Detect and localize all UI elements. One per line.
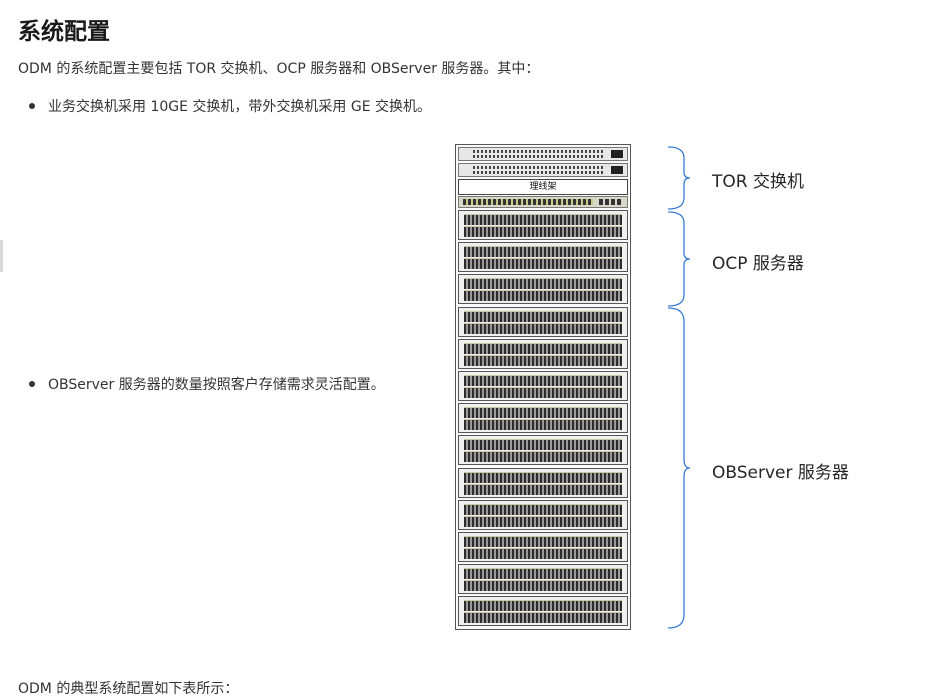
observer-server-unit [458, 564, 628, 595]
ocp-label: OCP 服务器 [712, 254, 804, 274]
tor-switch-2 [458, 163, 628, 177]
bullet-item-observer: OBServer 服务器的数量按照客户存储需求灵活配置。 [29, 374, 385, 394]
footer-paragraph: ODM 的典型系统配置如下表所示： [18, 681, 239, 697]
observer-server-unit [458, 467, 628, 498]
ocp-brace [667, 211, 690, 307]
bullet-text: OBServer 服务器的数量按照客户存储需求灵活配置。 [48, 377, 385, 393]
page-title: 系统配置 [18, 19, 110, 45]
ocp-server-unit [458, 274, 628, 305]
observer-label: OBServer 服务器 [712, 463, 849, 483]
scroll-handle[interactable] [0, 240, 3, 272]
tor-switch-1 [458, 147, 628, 161]
tor-brace [667, 146, 690, 210]
observer-server-unit [458, 532, 628, 562]
cable-manager: 理线架 [458, 179, 628, 195]
tor-label: TOR 交换机 [712, 172, 804, 192]
observer-server-unit [458, 371, 628, 401]
observer-server-unit [458, 499, 628, 530]
bullet-text: 业务交换机采用 10GE 交换机，带外交换机采用 GE 交换机。 [48, 99, 432, 115]
ocp-server-unit [458, 242, 628, 273]
observer-server-unit [458, 403, 628, 434]
intro-paragraph: ODM 的系统配置主要包括 TOR 交换机、OCP 服务器和 OBServer … [18, 61, 540, 77]
observer-server-unit [458, 338, 628, 369]
observer-server-unit [458, 435, 628, 466]
ocp-server-unit [458, 210, 628, 240]
rack-diagram: 理线架 [455, 144, 631, 630]
observer-server-unit [458, 596, 628, 627]
observer-brace [667, 307, 690, 629]
observer-server-unit [458, 306, 628, 337]
bullet-item-switch: 业务交换机采用 10GE 交换机，带外交换机采用 GE 交换机。 [28, 96, 432, 116]
management-switch [458, 196, 628, 208]
